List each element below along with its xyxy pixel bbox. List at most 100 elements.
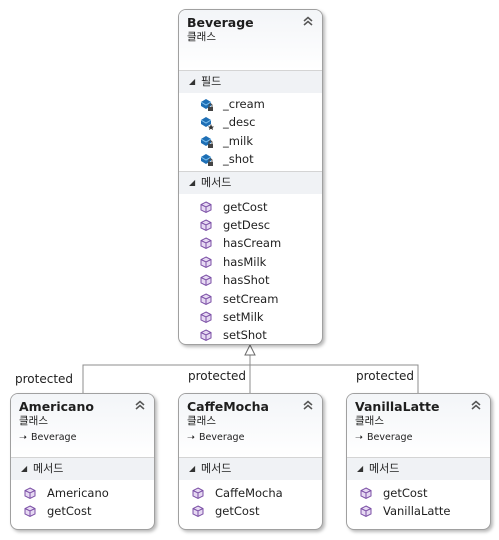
double-chevron-up-icon[interactable]: [302, 399, 314, 411]
private-field-icon: [199, 134, 215, 149]
class-title: Americano: [19, 399, 94, 414]
double-chevron-up-icon[interactable]: [302, 15, 314, 27]
class-kind: 클래스: [355, 415, 384, 427]
section-label: 필드: [201, 75, 222, 88]
field-item[interactable]: _desc: [179, 113, 322, 131]
method-icon: [199, 218, 215, 233]
method-item[interactable]: getDesc: [179, 216, 322, 234]
field-item[interactable]: _milk: [179, 132, 322, 150]
base-class-line: ➝ Beverage: [355, 432, 482, 444]
field-item[interactable]: _shot: [179, 150, 322, 168]
base-class-name: Beverage: [367, 432, 413, 443]
method-item[interactable]: getCost: [347, 484, 490, 502]
methods-section-header[interactable]: ◢ 메서드: [179, 170, 322, 194]
class-title: Beverage: [187, 15, 254, 30]
class-kind: 클래스: [187, 415, 216, 427]
method-name: hasMilk: [223, 254, 267, 269]
method-item[interactable]: setCream: [179, 290, 322, 308]
base-class-name: Beverage: [199, 432, 245, 443]
method-name: setMilk: [223, 309, 264, 324]
method-name: hasCream: [223, 236, 282, 251]
class-title: CaffeMocha: [187, 399, 269, 414]
method-icon: [359, 504, 375, 519]
method-name: VanillaLatte: [383, 504, 451, 519]
method-icon: [199, 273, 215, 288]
method-icon: [199, 328, 215, 343]
section-label: 메서드: [201, 175, 232, 189]
method-name: getCost: [383, 486, 428, 500]
method-item[interactable]: hasCream: [179, 234, 322, 252]
inheritance-arrow-icon: ➝: [19, 432, 27, 443]
method-item[interactable]: Americano: [11, 484, 154, 502]
method-name: setCream: [223, 291, 279, 306]
method-item[interactable]: VanillaLatte: [347, 502, 490, 520]
triangle-icon[interactable]: ◢: [189, 77, 196, 86]
fields-section-header[interactable]: ◢ 필드: [179, 70, 322, 93]
method-item[interactable]: getCost: [11, 502, 154, 520]
method-icon: [191, 486, 207, 501]
class-box-vanillalatte[interactable]: VanillaLatte 클래스 ➝ Beverage ◢ 메서드 getCost …: [346, 393, 491, 530]
inheritance-label-caffemocha: protected: [188, 369, 247, 383]
method-name: CaffeMocha: [215, 486, 283, 500]
inheritance-label-vanillalatte: protected: [356, 369, 415, 383]
class-title: VanillaLatte: [355, 399, 440, 414]
methods-section-header[interactable]: ◢ 메서드: [11, 457, 154, 480]
method-icon: [191, 504, 207, 519]
base-class-line: ➝Beverage: [19, 432, 146, 444]
section-label: 메서드: [369, 462, 400, 475]
base-class-line: ➝ Beverage: [187, 432, 314, 444]
field-name: _cream: [223, 97, 265, 111]
fields-list: _cream _desc _milk _shot: [179, 93, 322, 169]
method-item[interactable]: CaffeMocha: [179, 484, 322, 502]
class-box-americano[interactable]: Americano 클래스 ➝Beverage ◢ 메서드 Americano g…: [10, 393, 155, 530]
triangle-icon[interactable]: ◢: [189, 464, 196, 473]
class-kind: 클래스: [19, 415, 48, 427]
section-label: 메서드: [201, 462, 232, 475]
double-chevron-up-icon[interactable]: [470, 399, 482, 411]
class-header: Americano 클래스 ➝Beverage: [11, 394, 154, 457]
section-label: 메서드: [33, 462, 64, 475]
class-box-caffemocha[interactable]: CaffeMocha 클래스 ➝ Beverage ◢ 메서드 CaffeMocha…: [178, 393, 323, 530]
methods-list: CaffeMocha getCost: [179, 480, 322, 521]
method-name: hasShot: [223, 273, 270, 288]
method-item[interactable]: getCost: [179, 198, 322, 216]
triangle-icon[interactable]: ◢: [21, 464, 28, 473]
field-name: _desc: [223, 115, 256, 130]
method-name: Americano: [47, 486, 109, 500]
method-icon: [359, 486, 375, 501]
method-item[interactable]: hasMilk: [179, 253, 322, 271]
method-icon: [199, 292, 215, 307]
method-item[interactable]: setMilk: [179, 308, 322, 326]
double-chevron-up-icon[interactable]: [134, 399, 146, 411]
method-item[interactable]: hasShot: [179, 271, 322, 289]
method-name: setShot: [223, 328, 267, 343]
method-icon: [199, 200, 215, 215]
method-icon: [199, 310, 215, 325]
methods-list: Americano getCost: [11, 480, 154, 521]
methods-section-header[interactable]: ◢ 메서드: [179, 457, 322, 480]
class-header: VanillaLatte 클래스 ➝ Beverage: [347, 394, 490, 457]
protected-field-icon: [199, 115, 215, 131]
method-icon: [23, 504, 39, 519]
inheritance-arrow-icon: ➝: [355, 432, 363, 443]
methods-section-header[interactable]: ◢ 메서드: [347, 457, 490, 480]
method-name: getCost: [223, 199, 268, 214]
method-icon: [23, 486, 39, 501]
method-name: getDesc: [223, 217, 271, 232]
method-item[interactable]: getCost: [179, 502, 322, 520]
method-name: getCost: [215, 504, 260, 519]
class-header: CaffeMocha 클래스 ➝ Beverage: [179, 394, 322, 457]
method-item[interactable]: setShot: [179, 326, 322, 344]
field-name: _shot: [223, 152, 254, 167]
method-icon: [199, 255, 215, 270]
class-box-beverage[interactable]: Beverage 클래스 ◢필드 _cream _desc _milk: [178, 9, 323, 345]
private-field-icon: [199, 152, 215, 167]
private-field-icon: [199, 97, 215, 112]
methods-list: getCost VanillaLatte: [347, 480, 490, 521]
method-icon: [199, 236, 215, 251]
inheritance-arrow-icon: ➝: [187, 432, 195, 443]
field-item[interactable]: _cream: [179, 95, 322, 113]
triangle-icon[interactable]: ◢: [189, 177, 196, 187]
triangle-icon[interactable]: ◢: [357, 464, 364, 473]
